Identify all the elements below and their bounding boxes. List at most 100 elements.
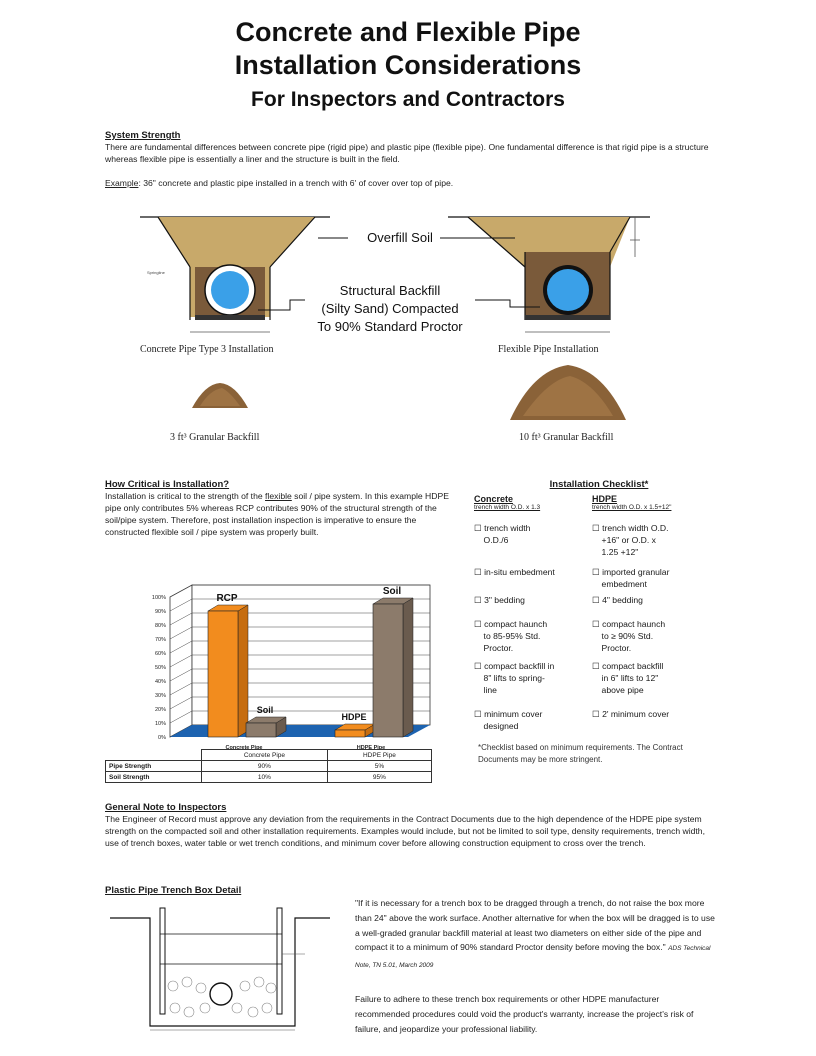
quote-citation: ADS Technical Note, TN 5.01, March 2009 <box>355 945 711 970</box>
title-line-1: Concrete and Flexible Pipe <box>235 17 581 47</box>
bar-hdpe-pipe-strength <box>334 729 366 738</box>
checklist-concrete-column: Concrete trench width O.D. x 1.3 <box>474 494 594 511</box>
trench-box-heading: Plastic Pipe Trench Box Detail <box>105 885 242 896</box>
checklist-item-concrete[interactable]: ☐ compact haunch to 85-95% Std. Proctor. <box>474 619 548 653</box>
checklist-item-concrete[interactable]: ☐ in-situ embedment <box>474 567 555 577</box>
x-category-label: Concrete Pipe <box>226 745 263 751</box>
y-tick-label: 100% <box>152 595 166 601</box>
table-header-cell: HDPE Pipe <box>326 749 433 761</box>
small-granular-pile <box>192 383 248 408</box>
checklist-item-hdpe[interactable]: ☐ 2' minimum cover <box>592 709 670 719</box>
checklist-heading: Installation Checklist* <box>549 479 649 490</box>
example-label: Example <box>105 178 139 188</box>
how-critical-section: How Critical is Installation? Installati… <box>105 479 460 538</box>
flexible-trench <box>448 216 650 333</box>
backfill-label-line-1: Structural Backfill <box>339 283 441 298</box>
y-tick-label: 50% <box>155 665 166 671</box>
general-note-text: The Engineer of Record must approve any … <box>105 814 705 848</box>
flexible-emphasis: flexible <box>265 491 292 501</box>
strength-bar-chart: 0%10%20%30%40%50%60%70%80%90%100%RCPSoil… <box>152 584 431 751</box>
structural-backfill-label: Structural Backfill (Silty Sand) Compact… <box>305 282 475 336</box>
how-critical-text-pre: Installation is critical to the strength… <box>105 491 266 501</box>
checklist-item-concrete[interactable]: ☐ trench width O.D./6 <box>474 523 531 545</box>
table-header-cell: Concrete Pipe <box>201 749 328 761</box>
how-critical-text-post: soil / pipe system. In this example HDPE… <box>105 491 449 537</box>
table-cell: 10% <box>201 771 328 783</box>
concrete-pipe-bore <box>211 271 249 309</box>
concrete-column-sub: trench width O.D. x 1.3 <box>474 504 541 511</box>
table-header-cell <box>106 750 202 761</box>
bar-label-soil-right: Soil <box>383 586 402 597</box>
table-cell: Soil Strength <box>105 771 202 783</box>
example-line: Example: 36" concrete and plastic pipe i… <box>105 177 715 189</box>
concrete-installation-caption: Concrete Pipe Type 3 Installation <box>140 344 274 355</box>
trench-box-detail-drawing <box>110 907 330 1031</box>
backfill-label-line-2: (Silty Sand) Compacted <box>321 301 459 316</box>
y-tick-label: 10% <box>155 721 166 727</box>
gridline <box>169 598 430 612</box>
gridline <box>169 584 430 598</box>
general-note-heading: General Note to Inspectors <box>105 802 227 813</box>
general-note-section: General Note to Inspectors The Engineer … <box>105 802 715 849</box>
table-cell: 90% <box>201 760 328 772</box>
checklist-footnote: *Checklist based on minimum requirements… <box>478 743 683 764</box>
concrete-column-head: Concrete <box>474 494 514 504</box>
bar-concrete-pipe-strength-side <box>237 604 249 738</box>
checklist-item-hdpe[interactable]: ☐ imported granular embedment <box>592 567 670 589</box>
y-tick-label: 80% <box>155 623 166 629</box>
y-tick-label: 30% <box>155 693 166 699</box>
bar-concrete-pipe-strength <box>207 610 239 738</box>
flexible-installation-caption: Flexible Pipe Installation <box>498 344 599 355</box>
large-granular-pile <box>510 365 626 420</box>
gridline <box>169 654 430 668</box>
hdpe-column-sub: trench width O.D. x 1.5+12" <box>592 504 672 511</box>
strength-table: Concrete Pipe HDPE Pipe Pipe Strength 90… <box>105 749 433 783</box>
y-tick-label: 60% <box>155 651 166 657</box>
trench-box-warning: Failure to adhere to these trench box re… <box>355 994 694 1034</box>
title-line-2: Installation Considerations <box>234 50 582 80</box>
table-cell: 5% <box>326 760 433 772</box>
hdpe-pipe-bore <box>547 269 589 311</box>
checklist-item-concrete[interactable]: ☐ minimum cover designed <box>474 709 543 731</box>
table-row: Soil Strength 10% 95% <box>105 771 433 783</box>
bar-label-soil-left: Soil <box>257 705 274 715</box>
checklist-item-hdpe[interactable]: ☐ 4" bedding <box>592 595 643 605</box>
gridline <box>169 626 430 640</box>
trench-box-pipe <box>209 982 233 1006</box>
trench-box-quote: "If it is necessary for a trench box to … <box>355 896 715 974</box>
page-title: Concrete and Flexible Pipe Installation … <box>0 16 816 82</box>
checklist-item-hdpe[interactable]: ☐ compact backfill in 6" lifts to 12" ab… <box>592 661 664 695</box>
hdpe-column-head: HDPE <box>592 494 618 504</box>
system-strength-section: System Strength There are fundamental di… <box>105 130 715 189</box>
how-critical-text: Installation is critical to the strength… <box>105 490 460 538</box>
bar-hdpe-soil-strength <box>372 603 404 738</box>
x-category-label: HDPE Pipe <box>357 745 385 751</box>
checklist-hdpe-column: HDPE trench width O.D. x 1.5+12" <box>592 494 722 511</box>
y-tick-label: 70% <box>155 637 166 643</box>
system-strength-heading: System Strength <box>105 130 181 141</box>
concrete-trench <box>140 216 330 333</box>
gridline <box>169 612 430 626</box>
bar-concrete-soil-strength <box>245 722 277 738</box>
gridline <box>169 682 430 696</box>
checklist-item-hdpe[interactable]: ☐ compact haunch to ≥ 90% Std. Proctor. <box>592 619 666 653</box>
gridline <box>169 710 430 724</box>
bar-hdpe-soil-strength-side <box>402 597 414 738</box>
bar-label-hdpe: HDPE <box>341 712 366 722</box>
trench-diagram: Springline <box>140 216 650 333</box>
gridline <box>169 668 430 682</box>
overfill-soil-label: Overfill Soil <box>367 230 433 245</box>
checklist-item-hdpe[interactable]: ☐ trench width O.D. +16" or O.D. x 1.25 … <box>592 523 669 557</box>
table-row: Pipe Strength 90% 5% <box>105 760 433 772</box>
y-tick-label: 40% <box>155 679 166 685</box>
gridline <box>169 696 430 710</box>
y-tick-label: 20% <box>155 707 166 713</box>
table-header-row: Concrete Pipe HDPE Pipe <box>106 749 433 761</box>
checklist-item-concrete[interactable]: ☐ compact backfill in 8" lifts to spring… <box>474 661 555 695</box>
checklist-item-concrete[interactable]: ☐ 3" bedding <box>474 595 525 605</box>
bar-label-rcp: RCP <box>216 593 237 604</box>
example-text: : 36" concrete and plastic pipe installe… <box>138 178 454 188</box>
quote-text: "If it is necessary for a trench box to … <box>355 898 715 953</box>
flexible-granular-caption: 10 ft³ Granular Backfill <box>519 432 614 443</box>
table-cell: 95% <box>326 771 433 783</box>
